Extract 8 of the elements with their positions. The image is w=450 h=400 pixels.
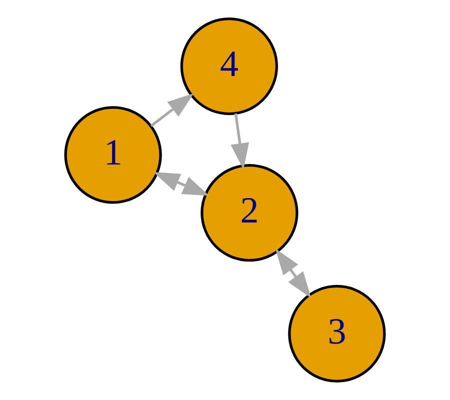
node-circle: 1 [64,106,162,204]
node-circle: 4 [180,17,278,116]
node-circle: 3 [288,284,386,383]
arrow [153,172,210,196]
arrow [150,93,194,127]
arrow [230,113,250,170]
node-circle: 2 [200,164,298,262]
arrow [275,248,312,298]
